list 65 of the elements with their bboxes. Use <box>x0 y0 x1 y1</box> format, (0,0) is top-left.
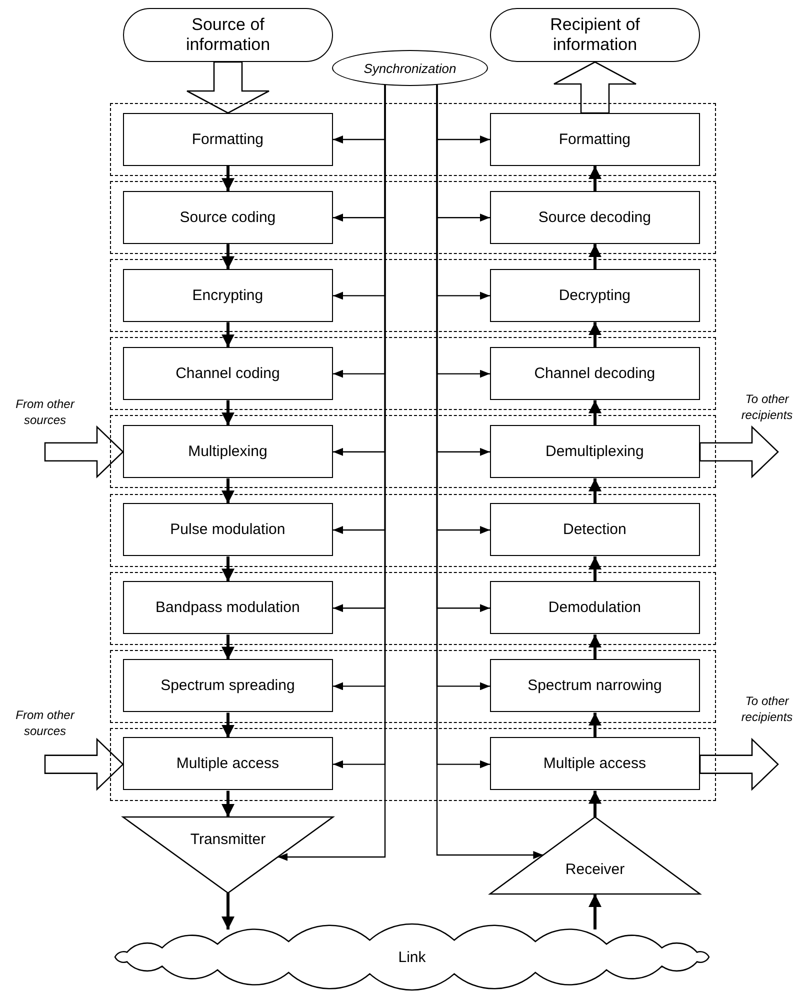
process-box: Channel decoding <box>490 346 700 400</box>
arrow <box>222 478 234 504</box>
side-note: From other sources <box>4 397 86 433</box>
process-box: Encrypting <box>122 268 333 322</box>
process-box: Demultiplexing <box>490 425 700 478</box>
node-label: Link <box>398 948 426 966</box>
dashed-group-frame <box>110 415 716 488</box>
arrow <box>588 478 602 504</box>
arrow <box>588 244 602 270</box>
process-box: Source coding <box>122 190 333 244</box>
arrow <box>436 84 544 859</box>
arrow <box>588 894 602 930</box>
process-box: Source decoding <box>490 190 700 244</box>
arrow <box>588 634 602 660</box>
dashed-group-frame <box>110 650 716 723</box>
block-arrow <box>44 425 124 478</box>
process-box: Bandpass modulation <box>122 581 333 634</box>
node-label: Receiver <box>565 861 625 878</box>
arrow <box>588 712 602 738</box>
arrow <box>222 790 234 817</box>
arrow <box>222 400 234 426</box>
dashed-group-frame <box>110 728 716 801</box>
block-arrow <box>699 738 779 791</box>
block-arrow <box>553 61 637 114</box>
arrow <box>588 400 602 426</box>
arrow <box>588 166 602 192</box>
dashed-group-frame <box>110 572 716 645</box>
arrow <box>588 322 602 348</box>
side-note: From other sources <box>4 708 86 744</box>
arrow <box>222 893 234 930</box>
arrow <box>222 712 234 738</box>
process-box: Demodulation <box>490 581 700 634</box>
side-note: To other recipients <box>727 392 807 426</box>
process-box: Spectrum narrowing <box>490 659 700 712</box>
process-box: Pulse modulation <box>122 503 333 556</box>
arrow <box>278 85 386 861</box>
block-arrow <box>699 425 779 478</box>
terminal-shape: Recipient of information <box>490 8 700 62</box>
arrow <box>222 322 234 348</box>
process-box: Detection <box>490 503 700 556</box>
arrow <box>222 166 234 192</box>
block-arrow <box>186 61 270 114</box>
side-note: To other recipients <box>727 694 807 728</box>
process-box: Channel coding <box>122 346 333 400</box>
process-box: Multiple access <box>490 737 700 790</box>
dashed-group-frame <box>110 259 716 332</box>
dashed-group-frame <box>110 494 716 566</box>
process-box: Formatting <box>122 112 333 166</box>
arrow <box>588 790 602 817</box>
process-box: Formatting <box>490 112 700 166</box>
arrow <box>222 556 234 582</box>
process-box: Multiple access <box>122 737 333 790</box>
block-arrow <box>44 738 124 791</box>
arrow <box>222 634 234 660</box>
dashed-group-frame <box>110 181 716 254</box>
ellipse-label: Synchronization <box>332 50 488 86</box>
dashed-group-frame <box>110 337 716 410</box>
dashed-group-frame <box>110 103 716 176</box>
process-box: Multiplexing <box>122 425 333 478</box>
arrow <box>588 556 602 582</box>
terminal-shape: Source of information <box>123 8 333 62</box>
arrow <box>222 244 234 270</box>
process-box: Spectrum spreading <box>122 659 333 712</box>
process-box: Decrypting <box>490 268 700 322</box>
node-label: Transmitter <box>190 830 266 848</box>
